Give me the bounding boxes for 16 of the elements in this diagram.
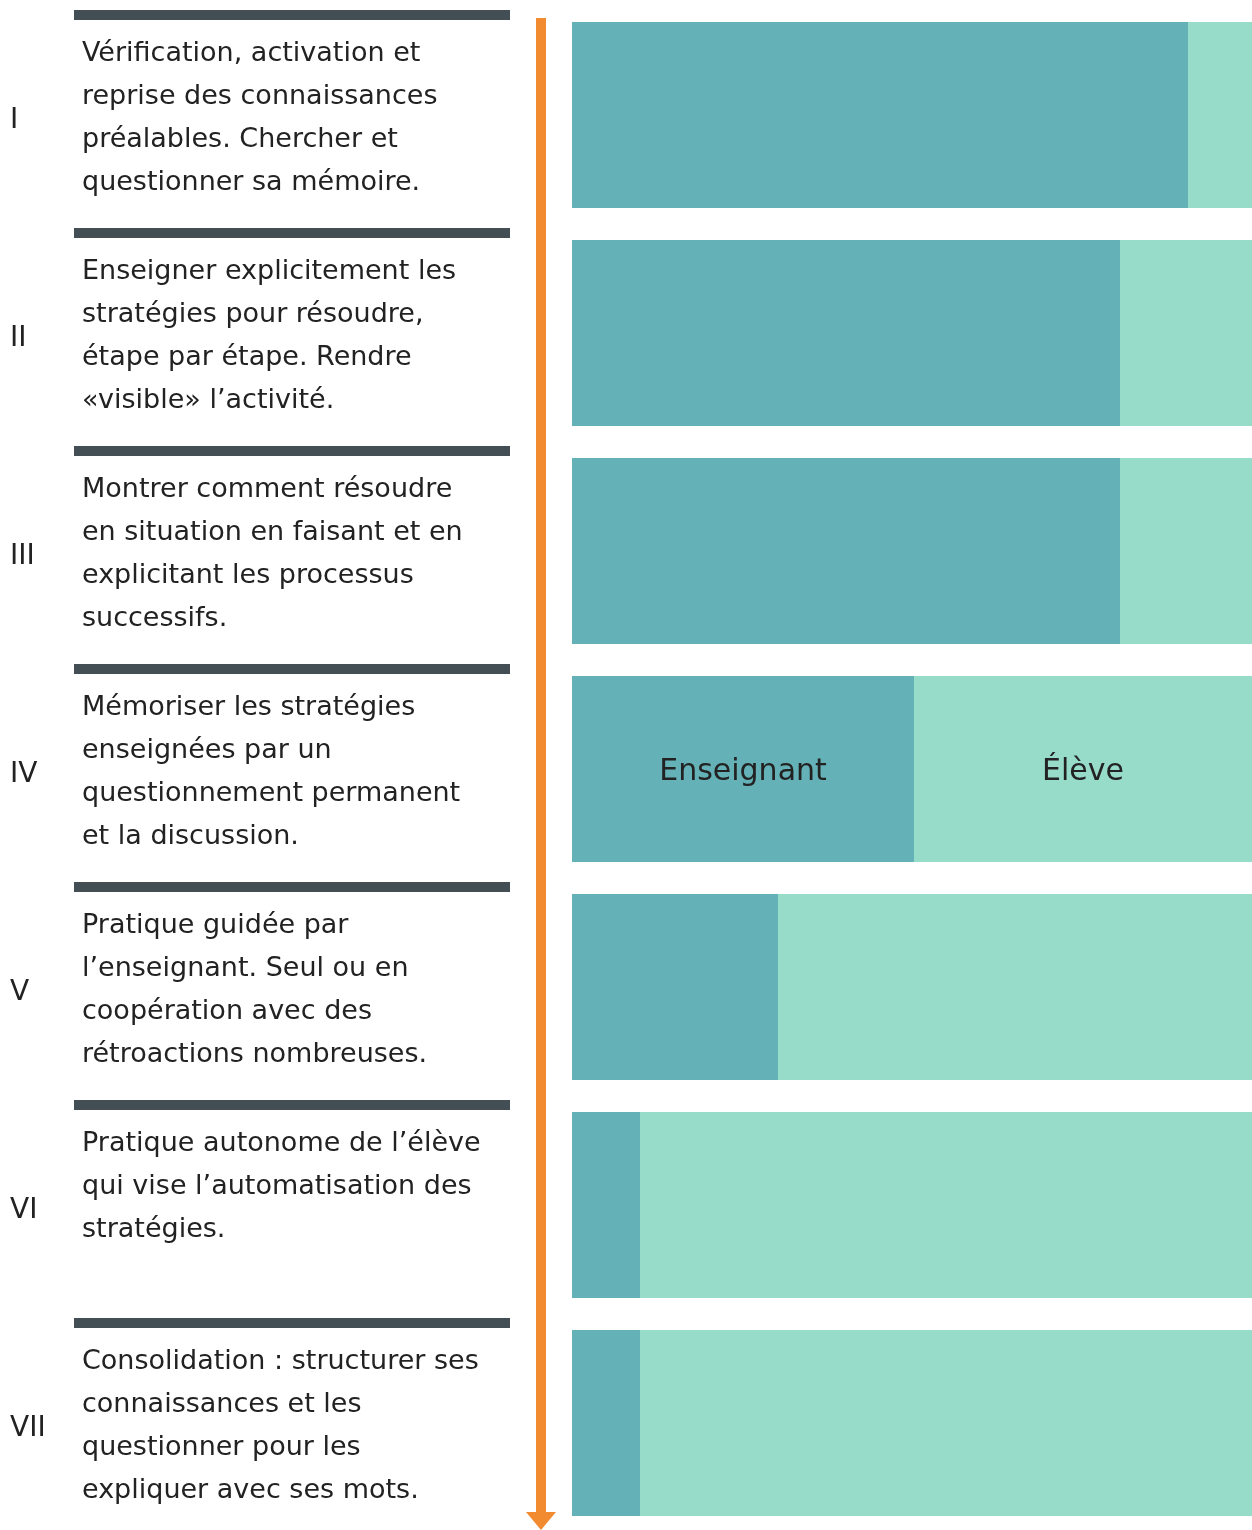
step-description: Enseigner explicitement les stratégies pour résoudre, étape par étape. Rendre «visible» l’activité. bbox=[82, 253, 458, 416]
step-description: Consolidation : structurer ses connaissances et les questionner pour les expliquer avec ses mots. bbox=[82, 1343, 480, 1506]
row-number: V bbox=[10, 974, 30, 1007]
row-number: I bbox=[10, 102, 19, 135]
row-number: IV bbox=[10, 756, 38, 789]
bar-label: Élève bbox=[1042, 751, 1124, 787]
row-number: II bbox=[10, 320, 27, 353]
row-number: VII bbox=[10, 1410, 46, 1443]
step-description: Mémoriser les stratégies enseignées par un questionnement permanent et la discussion. bbox=[82, 689, 462, 852]
step-description: Montrer comment résoudre en situation en faisant et en explicitant les processus successifs. bbox=[82, 471, 464, 634]
step-description: Vérification, activation et reprise des connaissances préalables. Chercher et questionner sa mémoire. bbox=[82, 35, 439, 198]
bar-label: Enseignant bbox=[659, 751, 827, 787]
row-number: III bbox=[10, 538, 35, 571]
step-description: Pratique guidée par l’enseignant. Seul ou en coopération avec des rétroactions nombreuses. bbox=[82, 907, 429, 1070]
row-number: VI bbox=[10, 1192, 38, 1225]
step-description: Pratique autonome de l’élève qui vise l’automatisation des stratégies. bbox=[82, 1125, 482, 1245]
